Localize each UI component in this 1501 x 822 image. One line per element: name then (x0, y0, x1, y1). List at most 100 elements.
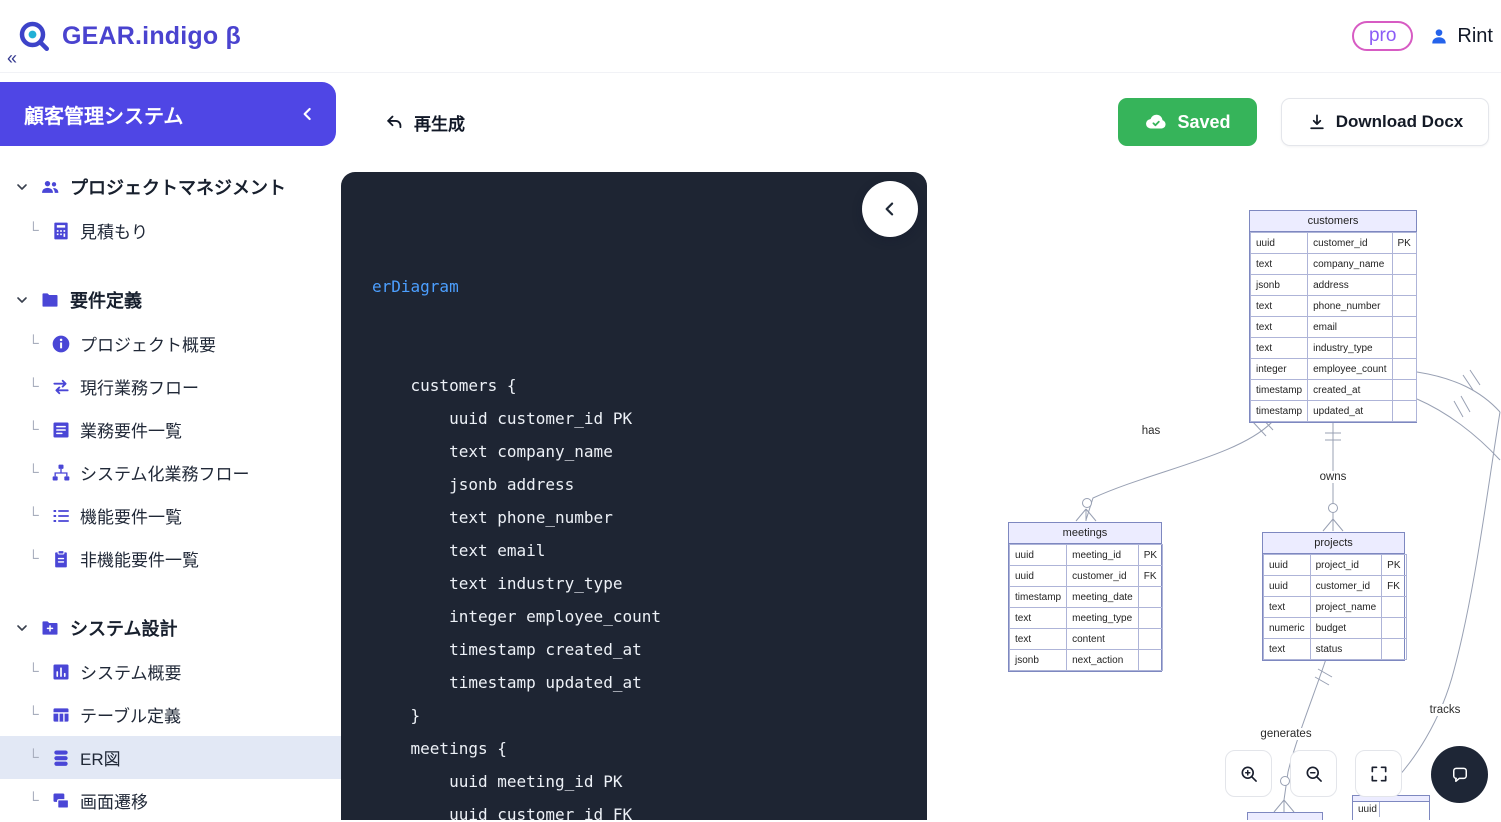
chevron-down-icon[interactable] (14, 620, 30, 636)
chevron-down-icon[interactable] (14, 292, 30, 308)
er-table-partial-right: uuid (1352, 795, 1430, 820)
sidebar-section-project-management[interactable]: プロジェクトマネジメント (0, 165, 341, 209)
person-icon (1429, 26, 1449, 46)
er-table-title: meetings (1009, 523, 1161, 544)
relationship-label-owns: owns (1316, 471, 1350, 483)
tree-connector: └ (28, 464, 39, 481)
header-right: pro Rint (1351, 21, 1493, 51)
folder-icon (40, 290, 60, 310)
sidebar-section-label: 要件定義 (70, 291, 142, 311)
download-docx-label: Download Docx (1335, 112, 1464, 131)
tree-connector: └ (28, 749, 39, 766)
regenerate-label: 再生成 (414, 114, 465, 134)
fullscreen-icon (1369, 764, 1389, 784)
sidebar-item-label: システム概要 (80, 664, 182, 683)
sidebar-item-functional-requirements[interactable]: └ 機能要件一覧 (0, 494, 341, 537)
sidebar-item-systemized-workflow[interactable]: └ システム化業務フロー (0, 451, 341, 494)
sidebar-item-label: テーブル定義 (80, 707, 181, 726)
user-menu[interactable]: Rint (1429, 25, 1493, 48)
er-partial-cell: uuid (1353, 802, 1381, 817)
project-title-bar[interactable]: 顧客管理システム (0, 82, 336, 146)
chat-button[interactable] (1431, 746, 1488, 803)
project-title: 顧客管理システム (24, 105, 184, 128)
sidebar-item-current-workflow[interactable]: └ 現行業務フロー (0, 365, 341, 408)
sidebar-item-screen-transition[interactable]: └ 画面遷移 (0, 779, 341, 822)
sidebar: 顧客管理システム プロジェクトマネジメント └ 見積もり 要件定義 └ プロジェ… (0, 72, 341, 820)
sidebar-item-table-definition[interactable]: └ テーブル定義 (0, 693, 341, 736)
tree-connector: └ (28, 507, 39, 524)
chevron-down-icon[interactable] (14, 179, 30, 195)
chevron-left-icon (880, 198, 900, 220)
collapse-sidebar-icon[interactable]: « (7, 48, 18, 68)
bar-chart-icon (51, 662, 71, 682)
download-icon (1307, 112, 1327, 132)
sidebar-item-label: プロジェクト概要 (80, 336, 216, 355)
collapse-code-panel-button[interactable] (862, 181, 918, 237)
sidebar-item-er-diagram[interactable]: └ ER図 (0, 736, 341, 779)
sidebar-item-label: 業務要件一覧 (80, 422, 182, 441)
chevron-left-icon[interactable] (298, 104, 318, 124)
sidebar-item-label: 現行業務フロー (80, 379, 199, 398)
mermaid-code-editor[interactable]: erDiagram customers { uuid customer_id P… (341, 172, 927, 820)
sidebar-item-label: ER図 (80, 750, 121, 769)
zoom-in-icon (1239, 764, 1259, 784)
screens-icon (51, 791, 71, 811)
pro-badge: pro (1351, 21, 1414, 51)
relationship-label-tracks: tracks (1426, 704, 1464, 716)
sidebar-item-nonfunctional-requirements[interactable]: └ 非機能要件一覧 (0, 537, 341, 580)
logo[interactable]: GEAR.indigo β (16, 18, 241, 54)
saved-button[interactable]: Saved (1118, 98, 1257, 146)
code-body: customers { uuid customer_id PK text com… (410, 376, 661, 820)
sidebar-item-label: 非機能要件一覧 (80, 551, 199, 570)
regenerate-button[interactable]: 再生成 (385, 100, 465, 144)
zoom-in-button[interactable] (1225, 750, 1272, 797)
zoom-out-icon (1304, 764, 1324, 784)
app-header: GEAR.indigo β pro Rint (0, 0, 1501, 72)
checklist-icon (51, 506, 71, 526)
folder-plus-icon (40, 618, 60, 638)
sidebar-item-project-overview[interactable]: └ プロジェクト概要 (0, 322, 341, 365)
sidebar-section-system-design[interactable]: システム設計 (0, 606, 341, 650)
saved-label: Saved (1177, 111, 1231, 132)
chat-bubble-icon (1450, 762, 1470, 788)
tree-connector: └ (28, 706, 39, 723)
sidebar-item-system-overview[interactable]: └ システム概要 (0, 650, 341, 693)
download-docx-button[interactable]: Download Docx (1281, 98, 1489, 146)
sidebar-item-business-requirements[interactable]: └ 業務要件一覧 (0, 408, 341, 451)
table-icon (51, 705, 71, 725)
sidebar-section-label: システム設計 (70, 619, 178, 639)
zoom-out-button[interactable] (1290, 750, 1337, 797)
sidebar-item-label: 画面遷移 (80, 793, 148, 812)
fullscreen-button[interactable] (1355, 750, 1402, 797)
sidebar-item-estimate[interactable]: └ 見積もり (0, 209, 341, 252)
sidebar-section-requirements[interactable]: 要件定義 (0, 278, 341, 322)
sidebar-item-label: システム化業務フロー (80, 465, 250, 484)
er-table-partial-bottom (1247, 812, 1323, 820)
clipboard-icon (51, 549, 71, 569)
sidebar-nav: プロジェクトマネジメント └ 見積もり 要件定義 └ プロジェクト概要 └ 現行… (0, 165, 341, 822)
tree-connector: └ (28, 421, 39, 438)
tree-connector: └ (28, 792, 39, 809)
er-table-title: customers (1250, 211, 1416, 232)
